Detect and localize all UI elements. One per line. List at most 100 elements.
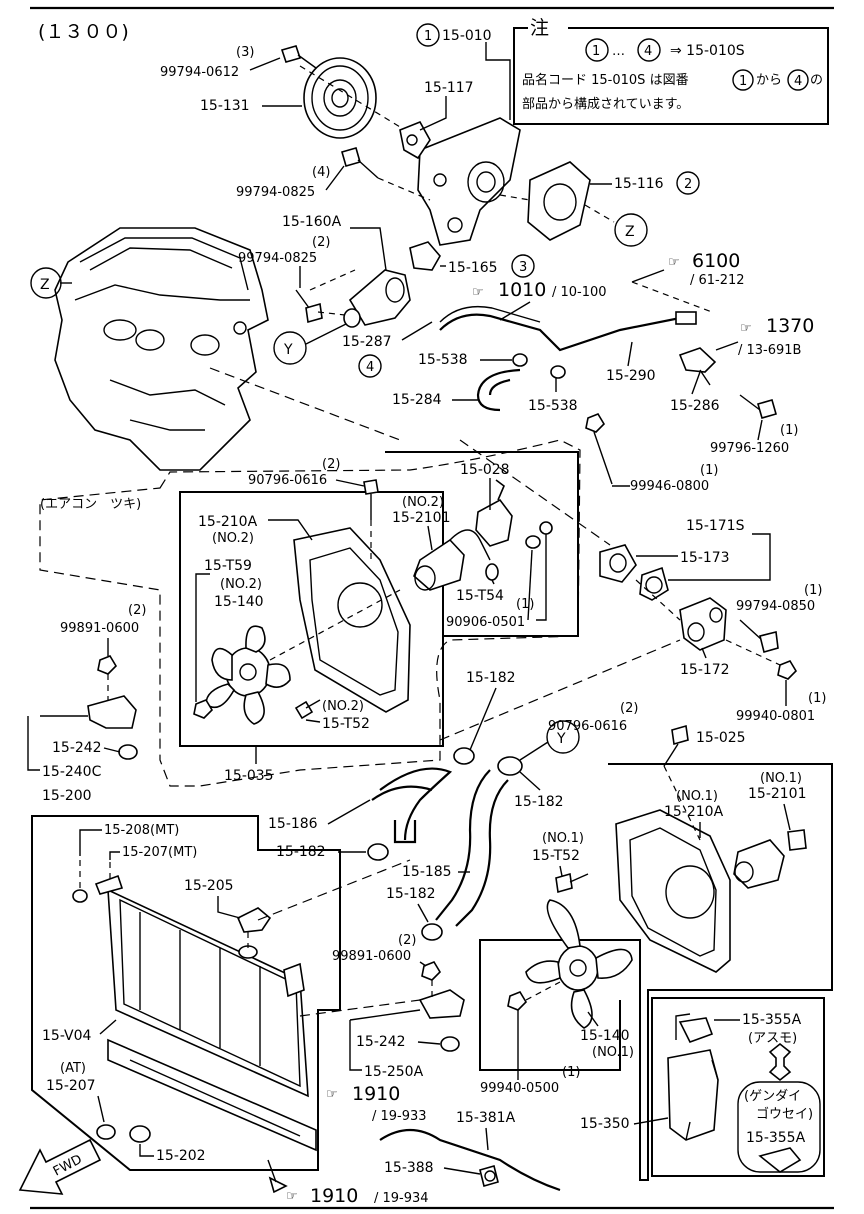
label-no2-c: (NO.2) (220, 577, 262, 592)
label-15-173: 15-173 (680, 550, 730, 566)
ref-1010-sub: / 10-100 (552, 285, 607, 300)
fan-15-140-no2 (205, 625, 291, 725)
label-15-T54: 15-T54 (456, 588, 504, 604)
bracket-15-240C (87, 655, 138, 760)
label-15-186: 15-186 (268, 816, 318, 832)
bolt-90796-0616a (363, 479, 379, 520)
note-line2-no: の (810, 73, 823, 88)
bolt-99794-0825a (341, 147, 379, 179)
ref-1910b-sub: / 19-934 (374, 1191, 429, 1206)
label-99794-0825b: 99794-0825 (238, 251, 317, 266)
shroud-15-210A-no2 (293, 527, 411, 713)
qty-90796-0616a: (2) (322, 457, 340, 472)
cap-15-355A-gendai (758, 1147, 802, 1173)
label-15-117: 15-117 (424, 80, 474, 96)
label-90796-0616a: 90796-0616 (248, 473, 327, 488)
fwd-arrow-icon: FWD (18, 1138, 102, 1195)
label-15-131: 15-131 (200, 98, 250, 114)
marker-y-upper-label: Y (283, 342, 293, 358)
label-at: (AT) (60, 1061, 86, 1076)
water-pump-15-010 (399, 117, 521, 246)
label-99794-0850: 99794-0850 (736, 599, 815, 614)
circle-4-label: 4 (366, 360, 374, 375)
motor-15-2101-no1 (733, 829, 807, 889)
label-gousei: ゴウセイ) (756, 1106, 813, 1122)
aircon-label: (エアコン ツキ) (40, 497, 141, 512)
hose-15-284 (476, 368, 521, 412)
gasket-15-116 (527, 161, 591, 241)
clamp-15-182d (421, 923, 443, 941)
clip-15-T54 (485, 563, 499, 581)
ref-arrow-6100: ☞ (668, 255, 680, 270)
clamp-15-182c (367, 843, 389, 861)
bolt-15-T52-no1 (555, 872, 589, 894)
label-asumo: (アスモ) (748, 1031, 797, 1046)
marker-z-right-label: Z (625, 224, 635, 240)
qty-99796-1260: (1) (780, 423, 798, 438)
note-range-start: 1 (592, 44, 600, 59)
fan-no1-box (479, 763, 833, 1181)
qty-99794-0825b: (2) (312, 235, 330, 250)
circle-1-label: 1 (424, 29, 432, 44)
label-15-388: 15-388 (384, 1160, 434, 1176)
gasket-15-165 (409, 241, 441, 271)
label-15-2101b: 15-2101 (748, 786, 807, 802)
label-99946-0800: 99946-0800 (630, 479, 709, 494)
swap-arrow-icon (768, 1042, 792, 1082)
shroud-15-210A-no1 (615, 809, 731, 973)
hose-15-185 (435, 769, 509, 927)
label-15-T59: 15-T59 (204, 558, 252, 574)
circle-1 (416, 23, 440, 47)
washer-90906-0501 (525, 535, 541, 549)
bracket-15-250A (418, 961, 465, 1052)
note-circle-1 (585, 38, 609, 62)
note-circle-4 (637, 38, 661, 62)
marker-z-left-label: Z (40, 277, 50, 293)
bolt-15-T52-no2 (294, 699, 321, 720)
label-15-025: 15-025 (696, 730, 746, 746)
ref-1010: 1010 (498, 279, 546, 301)
label-15-240C: 15-240C (42, 764, 102, 780)
circle-4 (358, 354, 382, 378)
reservoir-15-350 (667, 1013, 719, 1141)
label-no1-a: (NO.1) (676, 789, 718, 804)
plug-15-207-at (96, 1124, 116, 1140)
label-15-290: 15-290 (606, 368, 656, 384)
label-15-010: 15-010 (442, 28, 492, 44)
housing-15-160A (343, 269, 411, 328)
qty-99794-0612: (3) (236, 45, 254, 60)
label-no2-b: (NO.2) (402, 495, 444, 510)
mount-15-202 (129, 1125, 151, 1143)
label-15-160A: 15-160A (282, 214, 342, 230)
bracket-15-286 (678, 347, 717, 386)
note-title: 注 (530, 17, 549, 39)
ref-arrow-1910b: ☞ (286, 1189, 298, 1204)
motor-15-2101-no2 (413, 529, 491, 591)
label-15-T52b: 15-T52 (532, 848, 580, 864)
label-15-185: 15-185 (402, 864, 452, 880)
tank-15-202 (107, 1038, 317, 1152)
plug-15-207-mt (94, 874, 124, 895)
ref-arrow-1910a: ☞ (326, 1087, 338, 1102)
circle-3-label: 3 (519, 260, 527, 275)
label-no1-d: (NO.1) (592, 1045, 634, 1060)
note-box: 注 1 … 4 ⇒ 15-010S 品名コード 15-010S は図番 1 から… (513, 12, 829, 125)
label-15-202: 15-202 (156, 1148, 206, 1164)
ref-6100: 6100 (692, 250, 740, 272)
ref-6100-sub: / 61-212 (690, 273, 745, 288)
circle-2 (676, 171, 700, 195)
ref-arrow-1010: ☞ (472, 285, 484, 300)
aircon-motor-box (385, 451, 579, 637)
label-15-250A: 15-250A (364, 1064, 424, 1080)
label-15-182a: 15-182 (466, 670, 516, 686)
ref-1910b: 1910 (310, 1185, 358, 1207)
bolt-99794-0612 (280, 45, 317, 69)
nut-99946-0800 (585, 413, 606, 433)
note-range-end: 4 (644, 44, 652, 59)
label-99794-0612: 99794-0612 (160, 65, 239, 80)
reservoir-box (651, 997, 825, 1177)
label-15-350: 15-350 (580, 1116, 630, 1132)
label-15-140a: 15-140 (214, 594, 264, 610)
label-15-165: 15-165 (448, 260, 498, 276)
